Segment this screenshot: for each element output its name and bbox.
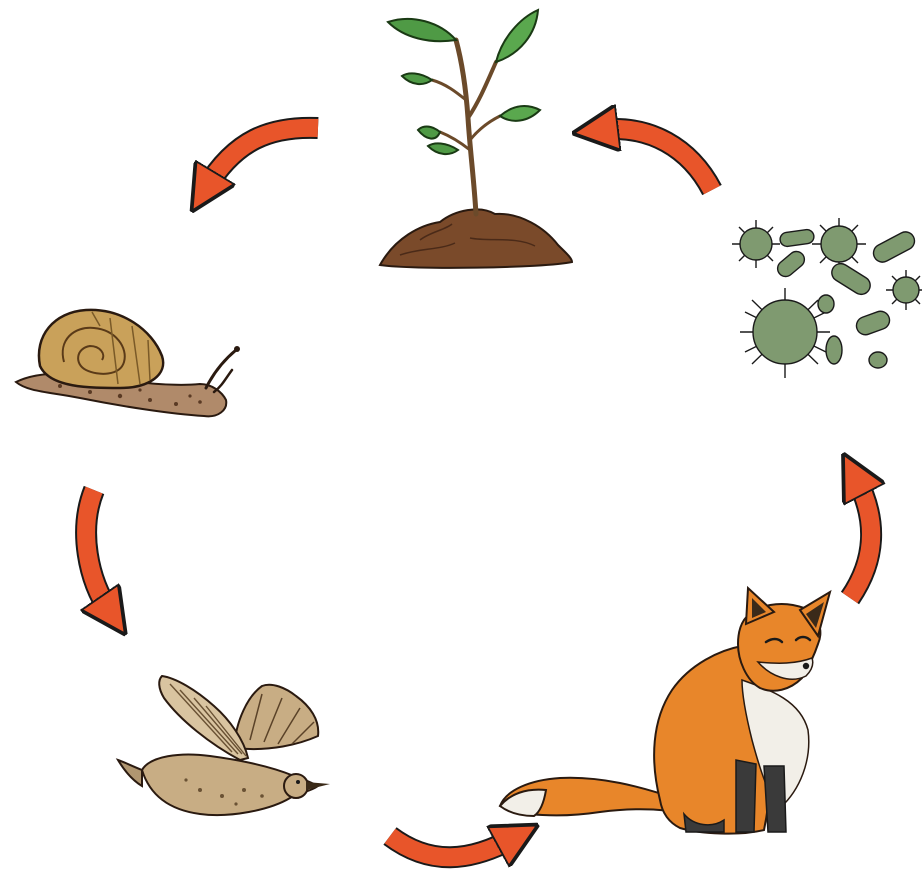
plant-icon xyxy=(380,10,572,268)
bird-icon xyxy=(118,676,330,815)
fox-icon xyxy=(500,588,830,834)
arrow-plant-to-snail xyxy=(206,128,318,188)
bacteria-icon xyxy=(732,218,922,378)
snail-icon xyxy=(16,310,240,416)
arrow-bird-to-fox xyxy=(390,836,514,857)
arrow-decomposers-to-plant xyxy=(600,129,712,190)
arrow-snail-to-bird xyxy=(86,490,110,612)
arrow-fox-to-decomposers xyxy=(850,478,871,598)
